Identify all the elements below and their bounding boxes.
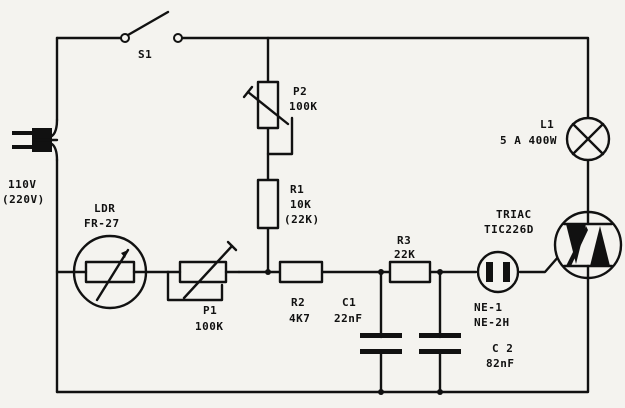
junctions [265, 269, 443, 395]
l1-label: L1 [540, 118, 554, 131]
r3-label: R3 [397, 234, 411, 247]
r2-label: R2 [291, 296, 305, 309]
junction-dot [265, 269, 271, 275]
c2-symbol [419, 333, 461, 354]
c1-value-label: 22nF [334, 312, 363, 325]
p2-symbol [242, 80, 290, 130]
triac-part-label: TIC226D [484, 223, 534, 236]
wire-bottom [55, 276, 590, 394]
p2-value-label: 100K [289, 100, 318, 113]
junction-dot [437, 389, 443, 395]
ldr-label: LDR [94, 202, 115, 215]
neon-lamp-symbol [476, 250, 520, 294]
r2-symbol [278, 260, 324, 284]
r1-value-label: 10K [290, 198, 311, 211]
p1-symbol [166, 240, 241, 300]
junction-dot [378, 269, 384, 275]
p2-label: P2 [293, 85, 307, 98]
plug-icon [12, 118, 59, 162]
p1-value-label: 100K [195, 320, 224, 333]
s1-label: S1 [138, 48, 152, 61]
labels: S1 110V (220V) LDR FR-27 P1 100K P2 100K… [2, 48, 557, 370]
ldr-part-label: FR-27 [84, 217, 120, 230]
triac-label: TRIAC [496, 208, 532, 221]
r1-symbol [256, 178, 280, 230]
ldr-symbol [55, 234, 148, 310]
triac-symbol [553, 210, 623, 280]
wire-top-right [180, 36, 590, 120]
r1-alt-value-label: (22K) [284, 213, 320, 226]
r3-symbol [388, 260, 432, 284]
c1-symbol [360, 333, 402, 354]
supply-label: 110V [8, 178, 37, 191]
p1-label: P1 [203, 304, 217, 317]
l1-rating-label: 5 A 400W [500, 134, 557, 147]
wire-p1-wiper [166, 270, 224, 302]
c1-label: C1 [342, 296, 356, 309]
r3-value-label: 22K [394, 248, 415, 261]
r1-label: R1 [290, 183, 304, 196]
junction-dot [437, 269, 443, 275]
supply-alt-label: (220V) [2, 193, 45, 206]
switch-s1-symbol [120, 10, 183, 43]
c2-value-label: 82nF [486, 357, 515, 370]
wire-p2-wiper [266, 116, 294, 156]
lamp-l1-symbol [565, 116, 611, 162]
c2-label: C 2 [492, 342, 513, 355]
neon-label: NE-1 [474, 301, 503, 314]
junction-dot [378, 389, 384, 395]
neon-alt-label: NE-2H [474, 316, 510, 329]
r2-value-label: 4K7 [289, 312, 310, 325]
